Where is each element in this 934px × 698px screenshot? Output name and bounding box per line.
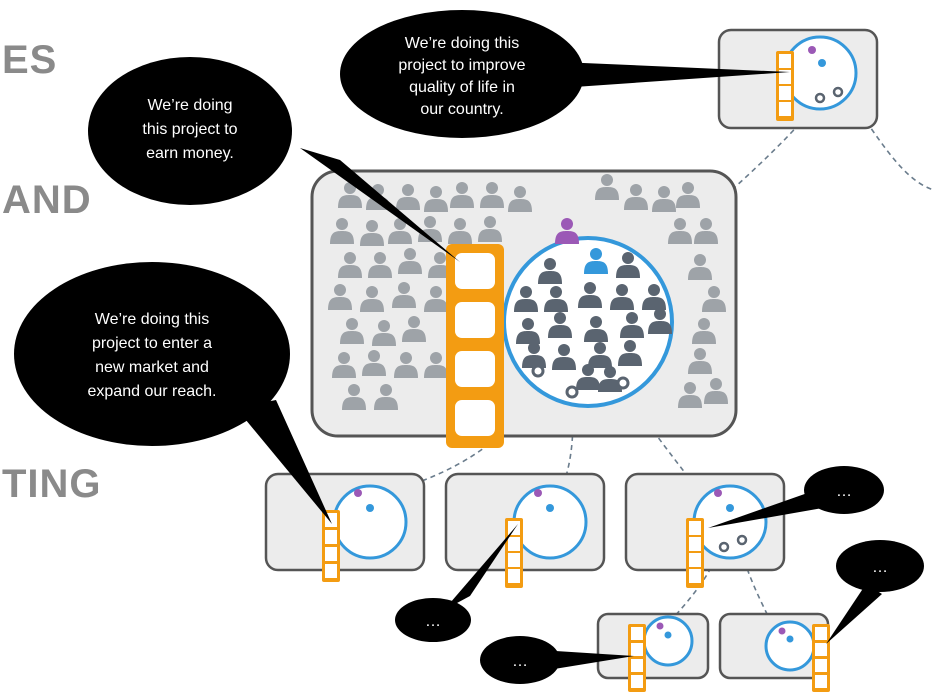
quality-line-2: project to improve	[398, 57, 525, 74]
link-nodes	[531, 364, 630, 399]
ellipsis-card5: …	[872, 559, 888, 576]
bubble-earn-money	[88, 57, 460, 262]
partial-label-ting: TING	[2, 462, 102, 506]
money-line-1: We’re doing	[147, 97, 232, 114]
partial-label-es: ES	[2, 38, 58, 82]
card-top-right	[717, 28, 879, 130]
market-line-1: We’re doing this	[95, 311, 209, 328]
speech-bubbles	[14, 10, 924, 684]
card-bottom-2	[444, 472, 606, 588]
quality-line-4: our country.	[420, 101, 503, 118]
market-line-2: project to enter a	[92, 335, 212, 352]
bubble-ellipsis-card2	[395, 524, 518, 642]
quality-line-3: quality of life in	[409, 79, 515, 96]
money-line-3: earn money.	[146, 145, 234, 162]
card-bottom-1	[264, 472, 426, 582]
bubble-ellipsis-card5	[826, 540, 924, 644]
ellipsis-card3: …	[836, 483, 852, 500]
ellipsis-card4: …	[512, 653, 528, 670]
bubble-texts: We’re doing this project to improve qual…	[88, 35, 888, 670]
bubble-ellipsis-card3	[708, 466, 884, 528]
market-line-3: new market and	[95, 359, 209, 376]
partial-label-and: AND	[2, 178, 92, 222]
bubble-ellipsis-card4	[480, 636, 634, 684]
ellipsis-card2: …	[425, 613, 441, 630]
quality-line-1: We’re doing this	[405, 35, 519, 52]
bubble-new-market	[14, 262, 332, 524]
main-card	[310, 169, 738, 448]
card-bottom-3	[624, 472, 786, 588]
money-line-2: this project to	[142, 121, 237, 138]
card-small-left	[596, 612, 710, 692]
main-orange-stack	[446, 244, 504, 448]
card-small-right	[718, 612, 830, 692]
bubble-quality-of-life	[340, 10, 790, 138]
market-line-4: expand our reach.	[88, 383, 217, 400]
